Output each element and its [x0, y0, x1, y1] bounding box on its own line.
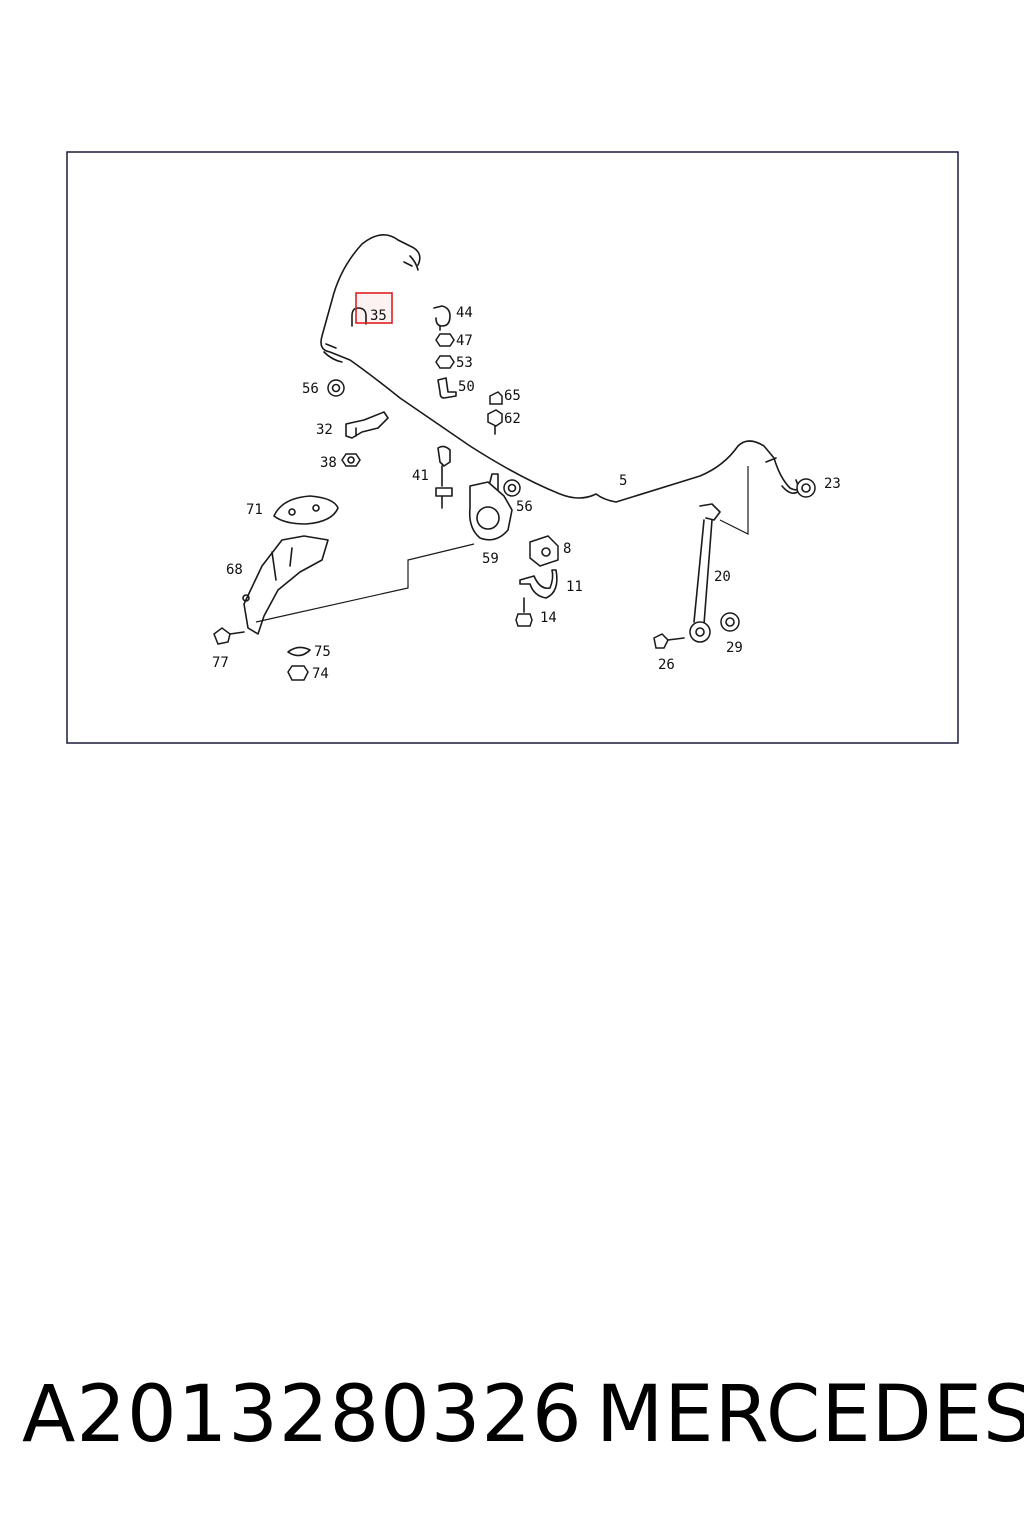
callout-26[interactable]: 26	[658, 657, 675, 673]
part-56-nut-left[interactable]	[327, 379, 345, 397]
part-65-bushing[interactable]	[489, 391, 503, 405]
part-11-clamp[interactable]	[519, 569, 558, 599]
leader-68-59	[255, 543, 475, 623]
part-41-level-sensor-rod[interactable]	[435, 445, 453, 509]
callout-14[interactable]: 14	[540, 610, 557, 626]
part-62-fitting[interactable]	[487, 409, 503, 435]
part-number: A2013280326	[22, 1370, 583, 1460]
callout-38[interactable]: 38	[320, 455, 337, 471]
callout-56a[interactable]: 56	[302, 381, 319, 397]
callout-65[interactable]: 65	[504, 388, 521, 404]
callout-50[interactable]: 50	[458, 379, 475, 395]
part-38-nut[interactable]	[341, 453, 361, 467]
callout-20[interactable]: 20	[714, 569, 731, 585]
stabilizer-bar[interactable]	[320, 234, 801, 503]
part-44-ball-joint[interactable]	[433, 305, 451, 331]
part-74-nut[interactable]	[287, 665, 309, 681]
callout-62[interactable]: 62	[504, 411, 521, 427]
part-75-washer[interactable]	[287, 646, 311, 657]
callout-35[interactable]: 35	[370, 308, 387, 324]
part-53-nut[interactable]	[435, 355, 455, 369]
callout-47[interactable]: 47	[456, 333, 473, 349]
callout-41[interactable]: 41	[412, 468, 429, 484]
callout-8[interactable]: 8	[563, 541, 571, 557]
callout-56b[interactable]: 56	[516, 499, 533, 515]
callout-53[interactable]: 53	[456, 355, 473, 371]
part-35-clip[interactable]	[351, 292, 393, 327]
part-47-nut[interactable]	[435, 333, 455, 347]
callout-32[interactable]: 32	[316, 422, 333, 438]
callout-59[interactable]: 59	[482, 551, 499, 567]
part-23-nut[interactable]	[796, 478, 816, 498]
part-56-nut-right[interactable]	[503, 479, 521, 497]
part-8-rubber-bushing[interactable]	[529, 535, 559, 567]
callout-29[interactable]: 29	[726, 640, 743, 656]
diagram-frame	[66, 151, 959, 744]
callout-5[interactable]: 5	[619, 473, 627, 489]
callout-74[interactable]: 74	[312, 666, 329, 682]
brand-name: MERCEDES	[596, 1370, 1024, 1460]
footer: A2013280326 MERCEDES	[0, 1370, 1024, 1470]
part-32-bracket[interactable]	[345, 411, 389, 439]
callout-77[interactable]: 77	[212, 655, 229, 671]
part-68-support-arm[interactable]	[242, 535, 329, 635]
callout-71[interactable]: 71	[246, 502, 263, 518]
callout-23[interactable]: 23	[824, 476, 841, 492]
part-20-stabilizer-link[interactable]	[689, 503, 721, 643]
part-77-bolt[interactable]	[213, 627, 245, 645]
part-59-mount-bracket[interactable]	[468, 473, 513, 541]
callout-labels: 35 44 47 53 50 56 65 62 32 38 41 5 23 56…	[212, 305, 841, 682]
callout-75[interactable]: 75	[314, 644, 331, 660]
highlight-box	[355, 292, 393, 324]
part-71-plate[interactable]	[273, 495, 339, 525]
callout-11[interactable]: 11	[566, 579, 583, 595]
part-29-nut[interactable]	[720, 612, 740, 632]
part-26-bolt[interactable]	[653, 633, 685, 649]
callout-44[interactable]: 44	[456, 305, 473, 321]
part-50-link-pin[interactable]	[437, 377, 457, 399]
leader-20-5	[719, 466, 749, 535]
callout-68[interactable]: 68	[226, 562, 243, 578]
part-14-bolt[interactable]	[515, 597, 533, 627]
